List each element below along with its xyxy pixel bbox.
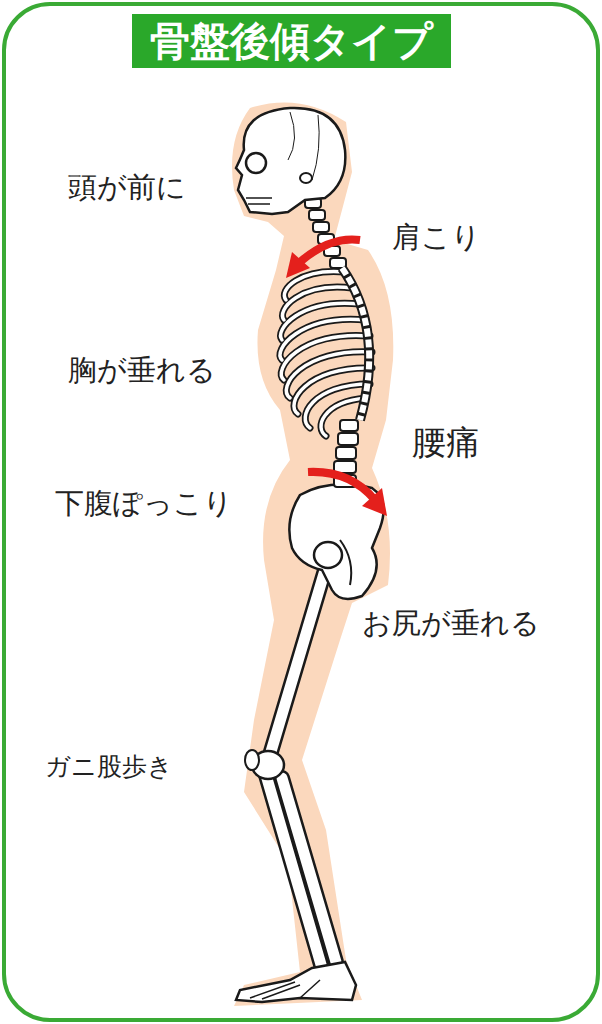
title-banner: 骨盤後傾タイプ bbox=[132, 14, 451, 68]
symptom-label: お尻が垂れる bbox=[362, 606, 540, 641]
symptom-label: 腰痛 bbox=[412, 422, 480, 463]
symptom-label: 胸が垂れる bbox=[68, 353, 216, 388]
symptom-label: ガニ股歩き bbox=[45, 752, 173, 782]
symptom-label: 下腹ぽっこり bbox=[55, 486, 233, 521]
symptom-label: 頭が前に bbox=[68, 170, 186, 205]
symptom-label: 肩こり bbox=[392, 220, 481, 255]
